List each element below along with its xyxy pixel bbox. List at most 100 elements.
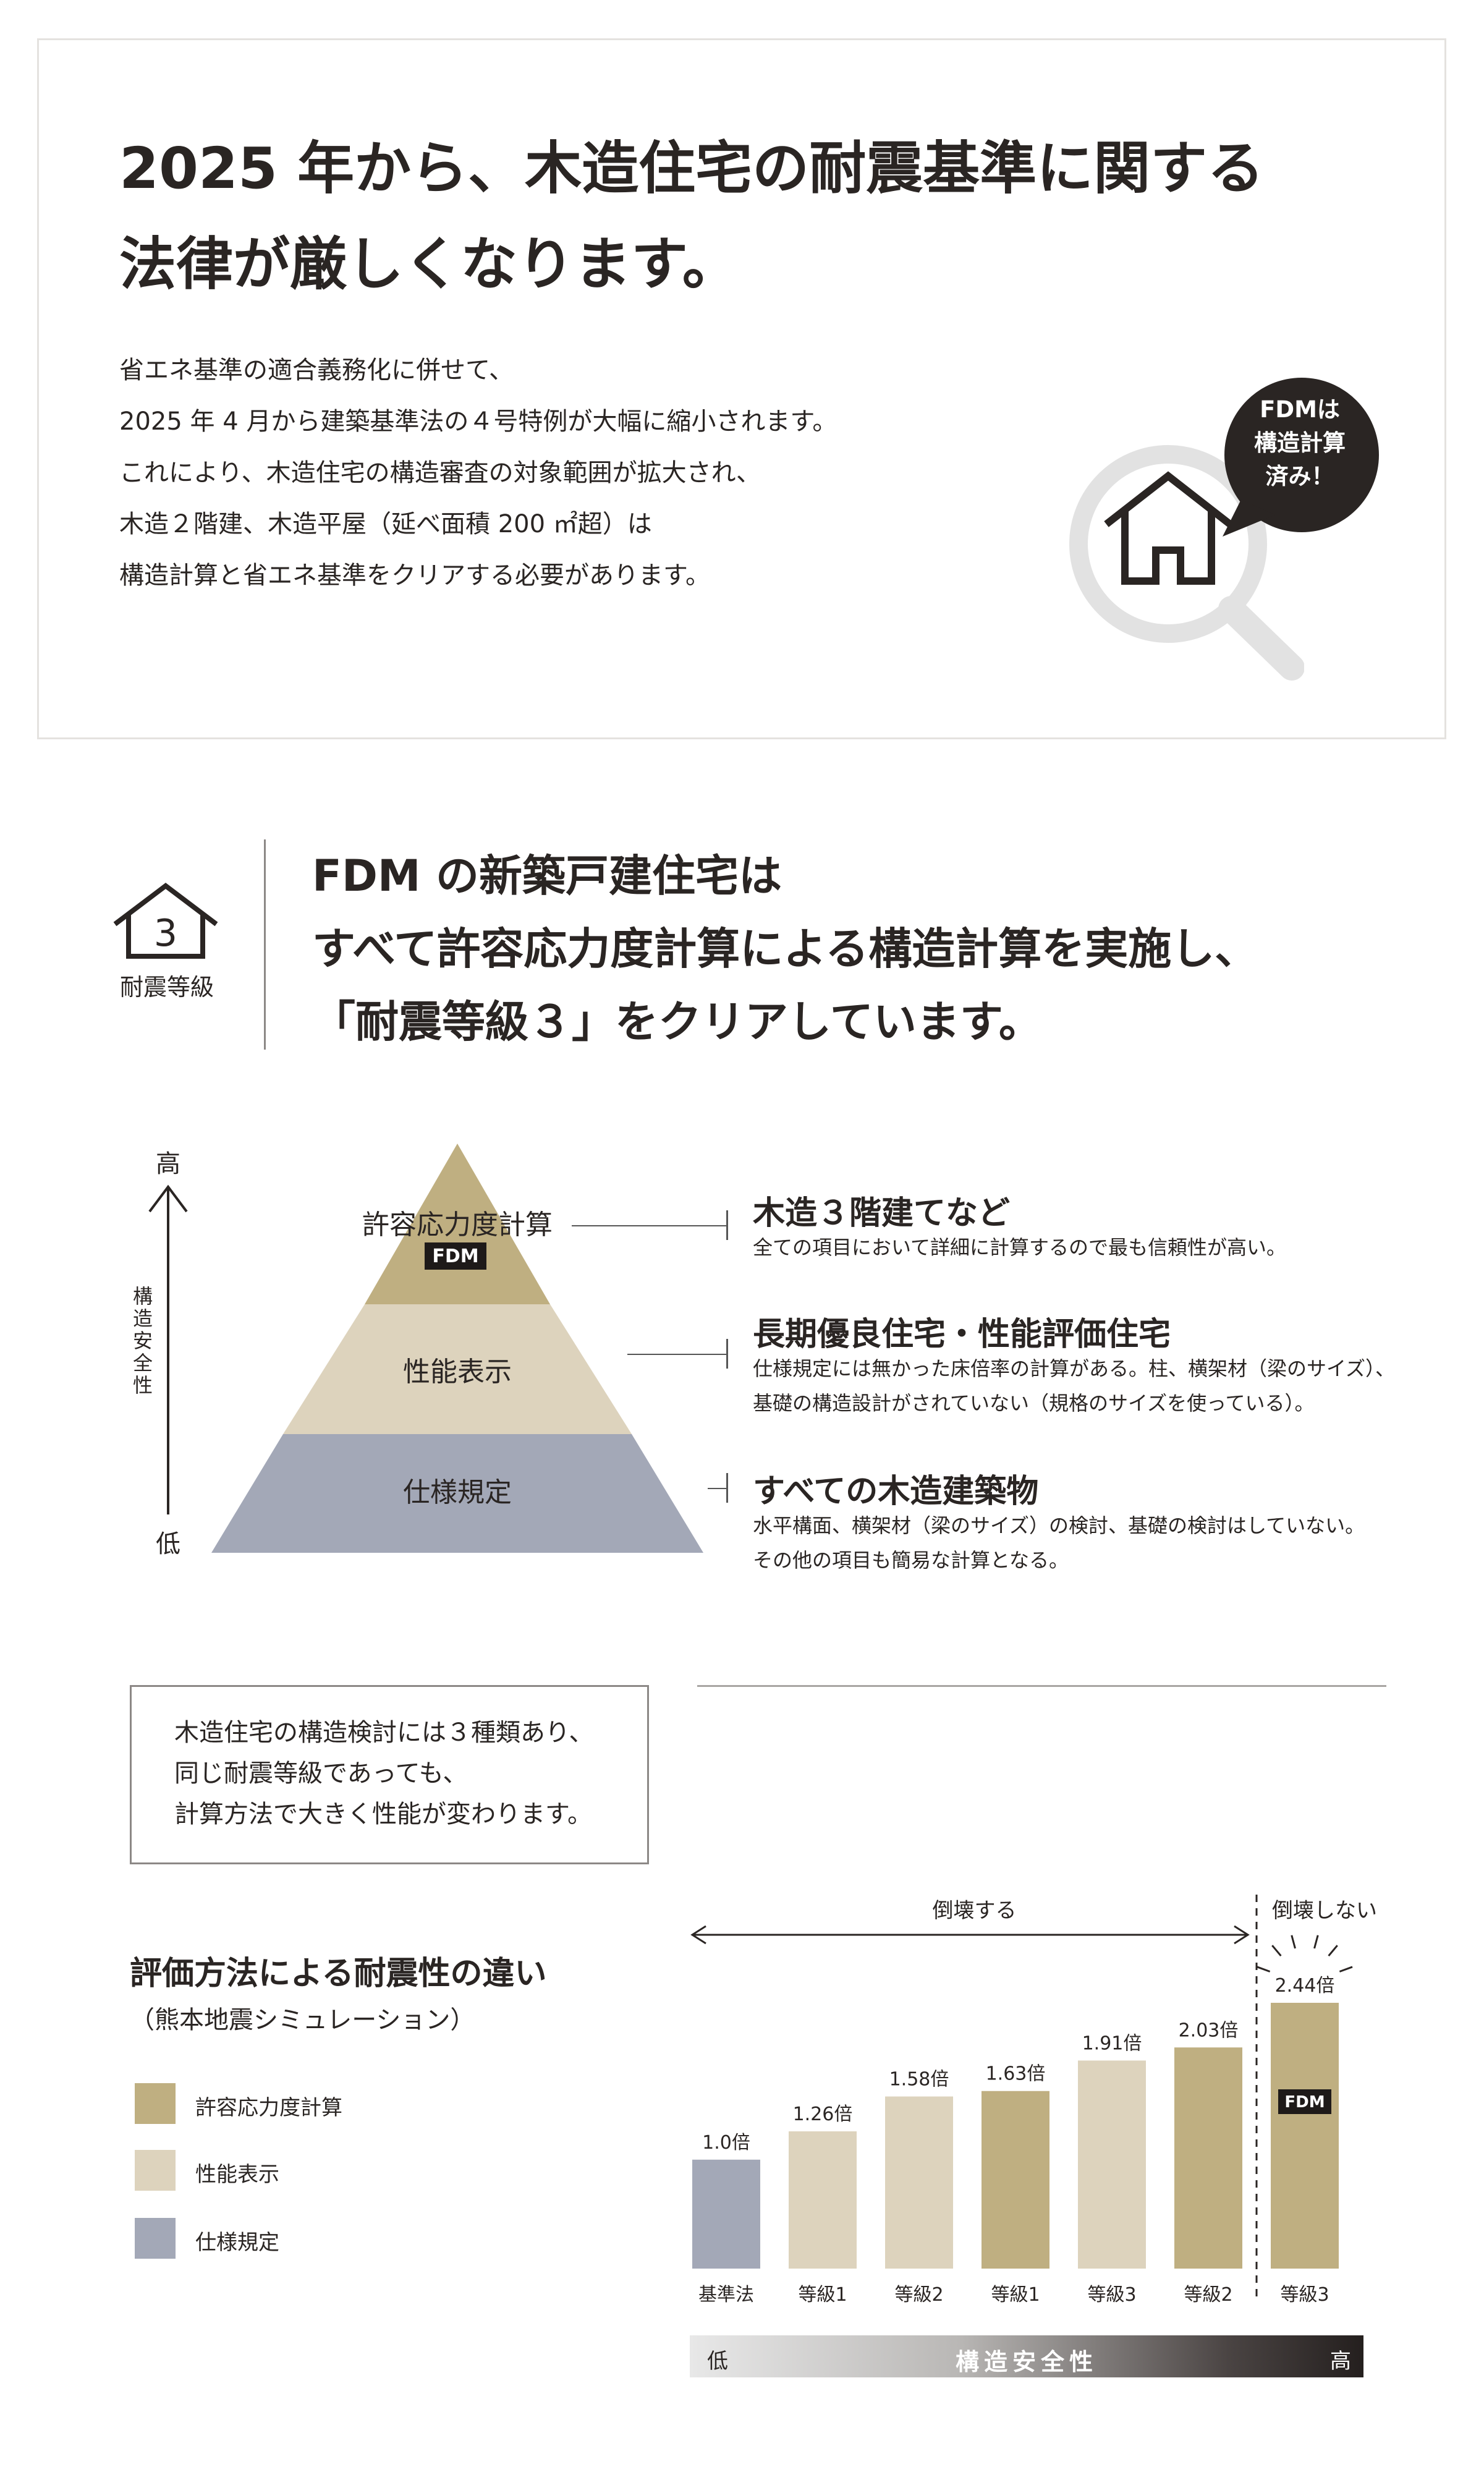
bar-category-label: 等級2 (894, 2284, 943, 2306)
bar (1271, 2003, 1339, 2269)
bar-category-label: 等級1 (991, 2284, 1040, 2306)
fdm-heading-line: FDM の新築戸建住宅は (312, 851, 782, 901)
pyramid-label-bottom: 仕様規定 (403, 1477, 512, 1508)
category-title: 長期優良住宅・性能評価住宅 (753, 1316, 1171, 1353)
fdm-heading-line: 「耐震等級３」をクリアしています。 (312, 996, 1042, 1047)
axis-safety-label: 構造安全性 (130, 1286, 153, 1397)
legend-swatch-allowable-stress (135, 2083, 176, 2124)
safety-axis-label: 構造安全性 (955, 2348, 1098, 2376)
speech-bubble-text: FDMは 構造計算 済み！ (1216, 393, 1383, 493)
pyramid-label-middle: 性能表示 (403, 1356, 512, 1388)
note-text: 木造住宅の構造検討には３種類あり、 同じ耐震等級であっても、 計算方法で大きく性… (174, 1712, 593, 1835)
burst-line (1271, 1945, 1282, 1957)
bubble-line: 済み！ (1265, 463, 1334, 490)
pyramid-label-top: 許容応力度計算 (362, 1209, 553, 1241)
pyramid-level-bottom (211, 1434, 703, 1553)
connector-line (708, 1488, 726, 1489)
axis-arrow-head (148, 1184, 188, 1213)
bar-value-label: 1.58倍 (889, 2069, 949, 2091)
evaluation-title: 評価方法による耐震性の違い (130, 1955, 547, 1992)
fdm-heading-line: すべて許容応力度計算による構造計算を実施し、 (312, 924, 1258, 974)
seismic-grade-house-icon: 3 (113, 882, 218, 959)
vertical-divider (264, 839, 266, 1050)
burst-line (1328, 1945, 1338, 1957)
bar-category-label: 等級3 (1280, 2284, 1329, 2306)
intro-heading: 2025 年から、木造住宅の耐震基準に関する 法律が厳しくなります。 (119, 121, 1294, 312)
bar-value-label: 1.0倍 (702, 2132, 750, 2154)
bar (982, 2091, 1049, 2269)
pyramid-level-top (365, 1144, 550, 1304)
no-collapse-label: 倒壊しない (1272, 1898, 1377, 1923)
intro-heading-line2: 法律が厳しくなります。 (119, 231, 739, 297)
bar (1078, 2060, 1146, 2269)
bar (692, 2159, 760, 2269)
axis-low-label: 低 (156, 1530, 180, 1558)
burst-line (1257, 1966, 1271, 1973)
bar (885, 2096, 953, 2269)
intro-body-line: これにより、木造住宅の構造審査の対象範囲が拡大され、 (119, 459, 761, 487)
fdm-bar-badge-text: FDM (1284, 2093, 1325, 2112)
category-title: すべての木造建築物 (753, 1473, 1039, 1510)
fdm-bar-badge (1278, 2089, 1331, 2114)
intro-body-line: 木造２階建、木造平屋（延べ面積 200 ㎡超）は (119, 510, 652, 538)
connector-tick (726, 1339, 728, 1369)
intro-body: 省エネ基準の適合義務化に併せて、 2025 年 4 月から建築基準法の４号特例が… (119, 345, 1108, 601)
bar-value-label: 2.44倍 (1275, 1975, 1335, 1997)
note-box (130, 1685, 649, 1864)
bubble-line: FDMは (1260, 396, 1340, 423)
legend-swatch-specification (135, 2218, 176, 2259)
fdm-badge-text: FDM (432, 1246, 478, 1267)
bar-value-label: 1.91倍 (1082, 2032, 1142, 2054)
bar-category-label: 等級3 (1087, 2284, 1136, 2306)
magnifier-house-icon (1069, 445, 1304, 681)
fdm-heading: FDM の新築戸建住宅は すべて許容応力度計算による構造計算を実施し、 「耐震等… (312, 839, 1425, 1058)
connector-tick (726, 1210, 728, 1240)
collapse-label: 倒壊する (933, 1898, 1017, 1923)
safety-low-label: 低 (707, 2349, 728, 2374)
bar (789, 2131, 857, 2269)
bar-value-label: 2.03倍 (1179, 2019, 1239, 2041)
grade-label: 耐震等級 (119, 974, 214, 1001)
intro-body-line: 省エネ基準の適合義務化に併せて、 (119, 356, 514, 384)
evaluation-subtitle: （熊本地震シミュレーション） (130, 2006, 475, 2034)
burst-line (1313, 1935, 1319, 1949)
category-title: 木造３階建てなど (753, 1195, 1011, 1232)
bubble-line: 構造計算 (1254, 430, 1346, 456)
connector-tick (726, 1473, 728, 1503)
bar-value-label: 1.26倍 (793, 2104, 853, 2125)
category-desc: 基礎の構造設計がされていない（規格のサイズを使っている）。 (753, 1391, 1315, 1415)
intro-heading-line1: 2025 年から、木造住宅の耐震基準に関する (119, 135, 1265, 202)
category-desc: 全ての項目において詳細に計算するので最も信頼性が高い。 (753, 1236, 1287, 1259)
intro-body-line: 2025 年 4 月から建築基準法の４号特例が大幅に縮小されます。 (119, 407, 837, 436)
connector-line (572, 1225, 726, 1226)
safety-gradient-bar (690, 2335, 1363, 2377)
fdm-badge (425, 1242, 486, 1270)
safety-high-label: 高 (1330, 2349, 1351, 2374)
legend-swatch-performance (135, 2150, 176, 2191)
collapse-arrow-head-left (690, 1925, 706, 1945)
bar-value-label: 1.63倍 (986, 2063, 1046, 2085)
legend-label: 許容応力度計算 (195, 2096, 342, 2120)
burst-line (1291, 1935, 1296, 1949)
speech-bubble (1223, 378, 1379, 537)
bar (1174, 2047, 1242, 2269)
grade-number: 3 (154, 912, 177, 955)
note-line: 木造住宅の構造検討には３種類あり、 (174, 1718, 594, 1747)
intro-body-line: 構造計算と省エネ基準をクリアする必要があります。 (119, 561, 710, 590)
axis-high-label: 高 (156, 1150, 180, 1178)
pyramid-level-middle (283, 1304, 632, 1434)
category-desc: その他の項目も簡易な計算となる。 (753, 1548, 1069, 1572)
bar-category-label: 基準法 (698, 2284, 754, 2306)
category-desc: 水平構面、横架材（梁のサイズ）の検討、基礎の検討はしていない。 (753, 1514, 1365, 1537)
legend-label: 性能表示 (195, 2162, 279, 2187)
chart-top-rule (697, 1685, 1386, 1687)
note-line: 計算方法で大きく性能が変わります。 (174, 1800, 592, 1828)
bar-category-label: 等級1 (798, 2284, 847, 2306)
collapse-arrow-head-right (1234, 1925, 1250, 1945)
intro-box (37, 38, 1446, 739)
note-line: 同じ耐震等級であっても、 (174, 1759, 468, 1788)
connector-line (627, 1354, 726, 1355)
bar-category-label: 等級2 (1184, 2284, 1232, 2306)
category-desc: 仕様規定には無かった床倍率の計算がある。柱、横架材（梁のサイズ）、 (753, 1357, 1396, 1380)
